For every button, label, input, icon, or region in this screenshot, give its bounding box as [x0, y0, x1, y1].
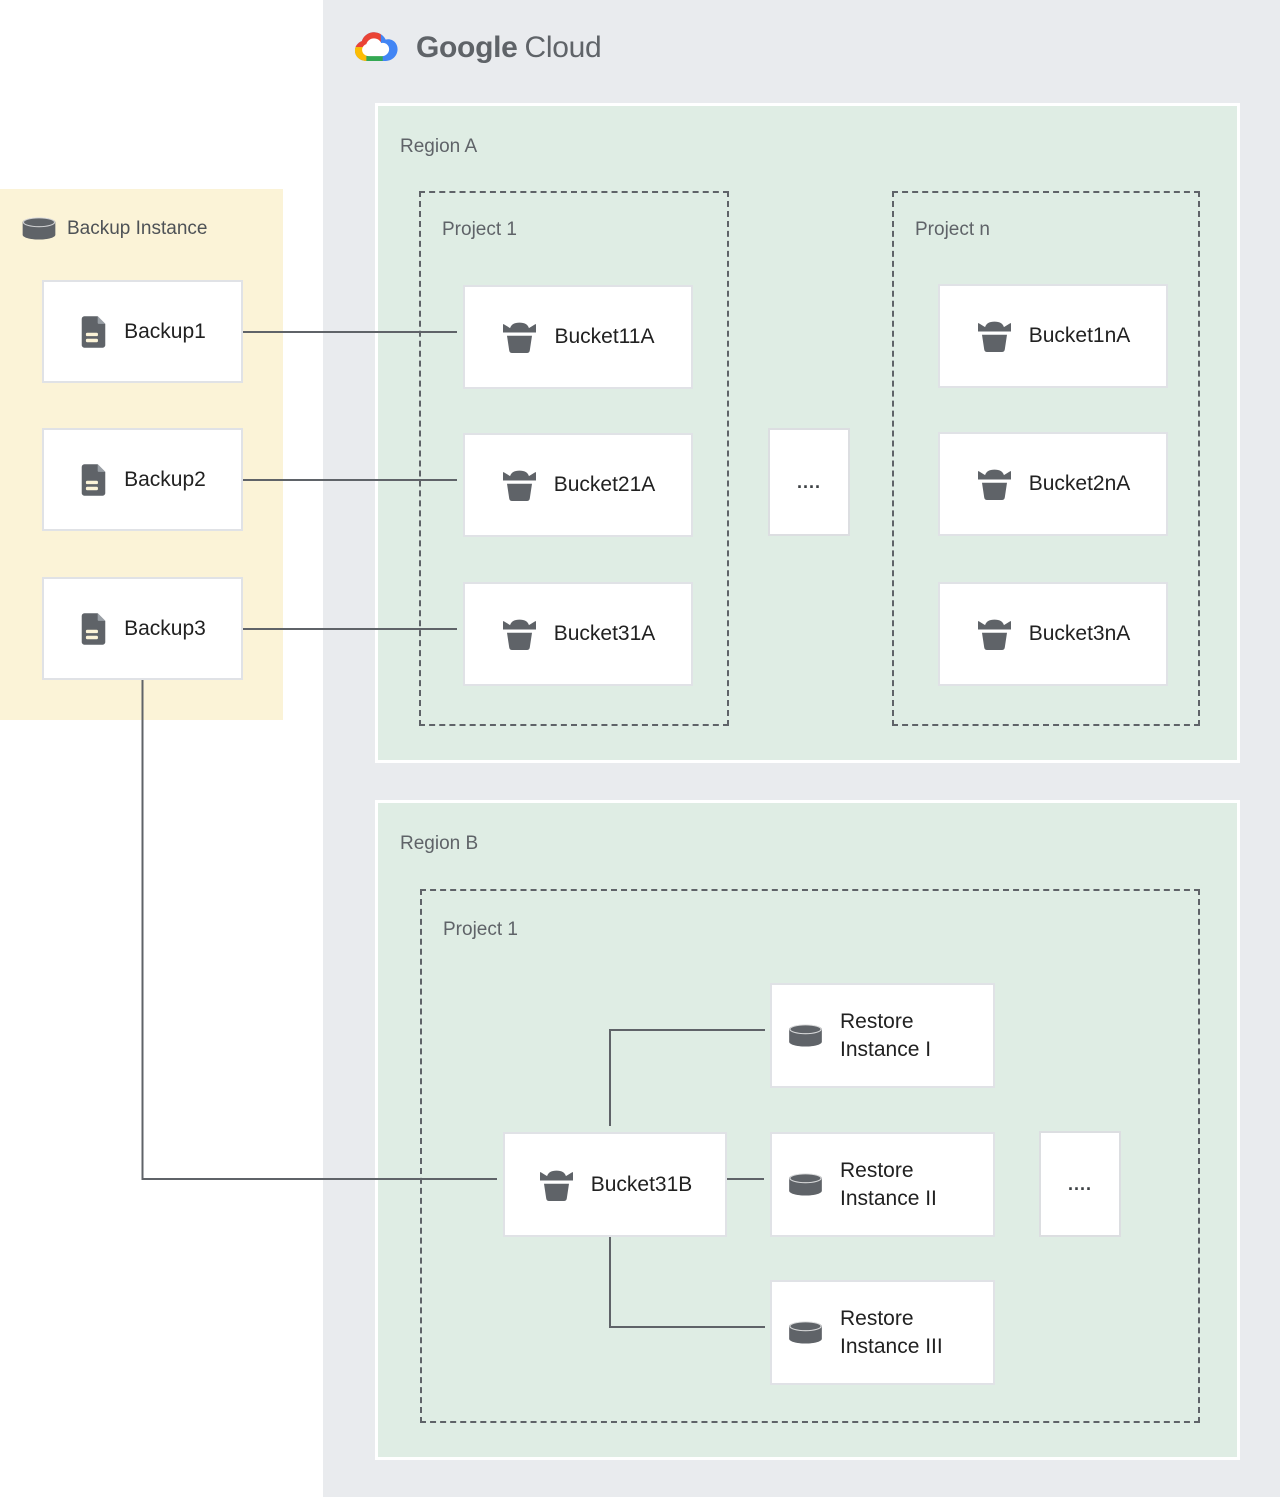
backup3-node: Backup3	[42, 577, 243, 680]
restore-instance-label: Restore Instance II	[840, 1158, 937, 1210]
bucket1na-node: Bucket1nA	[938, 284, 1168, 388]
bucket-icon	[501, 617, 538, 651]
region-a-project-n: Project n Bucket1nA	[892, 191, 1200, 726]
bucket11a-node: Bucket11A	[463, 285, 693, 389]
backup-label: Backup3	[124, 616, 206, 640]
bucket-label: Bucket21A	[553, 473, 656, 496]
bucket-label: Bucket31B	[590, 1172, 693, 1196]
bucket31a-node: Bucket31A	[463, 582, 693, 686]
document-icon	[79, 315, 108, 349]
backup-instance-header: Backup Instance	[20, 216, 207, 241]
bucket-icon	[501, 468, 538, 502]
bucket-label: Bucket3nA	[1028, 622, 1131, 645]
document-icon	[79, 463, 108, 497]
restore-instance-label: Restore Instance III	[840, 1306, 943, 1358]
database-icon	[787, 1172, 824, 1197]
restore-instance-2-node: Restore Instance II	[770, 1132, 995, 1237]
region-a-project-n-label: Project n	[915, 219, 990, 240]
database-icon	[787, 1023, 824, 1048]
bucket-icon	[501, 320, 538, 354]
bucket-icon	[976, 467, 1013, 501]
bucket-label: Bucket2nA	[1028, 472, 1131, 495]
restore-instance-1-node: Restore Instance I	[770, 983, 995, 1088]
bucket-icon	[976, 319, 1013, 353]
region-b-project-1: Project 1 Bucket31B	[420, 889, 1200, 1423]
backup1-node: Backup1	[42, 280, 243, 383]
document-icon	[79, 612, 108, 646]
region-a: Region A Project 1 Bucket11A	[375, 103, 1240, 763]
bucket2na-node: Bucket2nA	[938, 432, 1168, 536]
backup-label: Backup1	[124, 319, 206, 343]
bucket31b-node: Bucket31B	[503, 1132, 727, 1237]
backup-instance-panel: Backup Instance Backup1	[0, 189, 283, 720]
restore-instance-label: Restore Instance I	[840, 1009, 932, 1061]
database-icon	[787, 1320, 824, 1345]
backup-instance-title: Backup Instance	[67, 217, 208, 239]
region-b: Region B Project 1 Bucket31B	[375, 800, 1240, 1460]
region-b-label: Region B	[400, 833, 479, 854]
bucket-label: Bucket1nA	[1028, 324, 1131, 347]
ellipsis-dots: ....	[796, 471, 821, 492]
bucket-icon	[538, 1168, 575, 1202]
more-projects-ellipsis: ....	[768, 428, 850, 536]
ellipsis-dots: ....	[1067, 1173, 1092, 1194]
google-cloud-logo-icon	[353, 28, 399, 68]
more-restore-instances-ellipsis: ....	[1039, 1131, 1121, 1237]
region-b-project-1-label: Project 1	[443, 919, 518, 940]
bucket-label: Bucket11A	[554, 325, 655, 348]
region-a-label: Region A	[400, 136, 478, 157]
bucket21a-node: Bucket21A	[463, 433, 693, 537]
bucket-label: Bucket31A	[553, 622, 656, 645]
database-icon	[20, 216, 58, 241]
restore-instance-3-node: Restore Instance III	[770, 1280, 995, 1385]
region-a-project-1-label: Project 1	[442, 219, 517, 240]
backup-label: Backup2	[124, 467, 206, 491]
bucket-icon	[976, 617, 1013, 651]
region-a-project-1: Project 1 Bucket11A	[419, 191, 729, 726]
backup2-node: Backup2	[42, 428, 243, 531]
bucket3na-node: Bucket3nA	[938, 582, 1168, 686]
